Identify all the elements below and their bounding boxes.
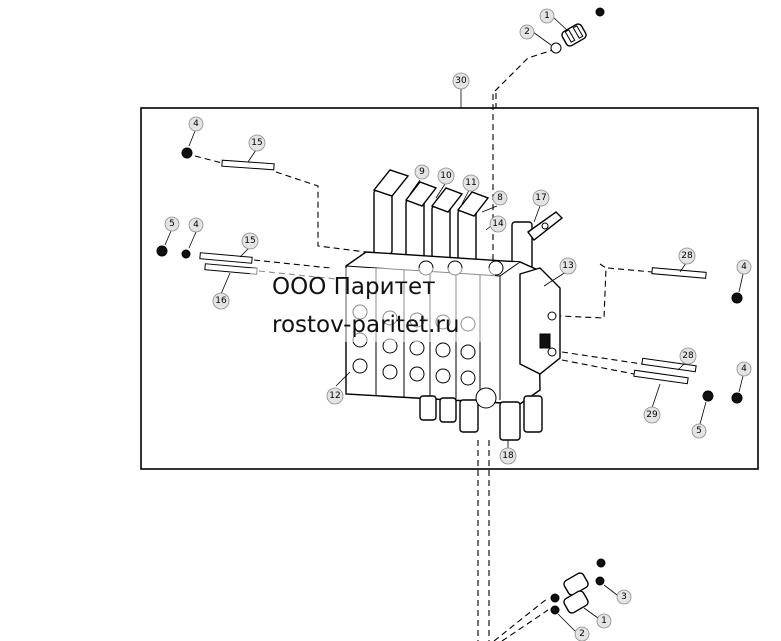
callout-9: 9 <box>414 164 430 180</box>
svg-text:30: 30 <box>455 76 467 86</box>
callout-4-c: 4 <box>736 259 752 275</box>
svg-text:10: 10 <box>440 171 452 181</box>
svg-text:5: 5 <box>169 219 175 229</box>
svg-text:16: 16 <box>215 296 227 306</box>
stud-bolt-top-left <box>181 130 367 253</box>
callout-3-bottom: 3 <box>616 589 632 605</box>
svg-text:13: 13 <box>562 261 573 271</box>
callout-29: 29 <box>643 406 661 424</box>
callout-4-d: 4 <box>736 361 752 377</box>
callout-10: 10 <box>437 167 455 185</box>
svg-text:14: 14 <box>492 219 504 229</box>
svg-text:1: 1 <box>544 11 550 21</box>
callout-2-top: 2 <box>519 24 535 40</box>
svg-text:28: 28 <box>681 251 693 261</box>
assembly-frame <box>140 107 759 470</box>
callout-15-b: 15 <box>241 232 259 250</box>
svg-text:4: 4 <box>193 220 199 230</box>
callout-5-a: 5 <box>164 216 180 232</box>
watermark-backdrop <box>250 268 495 342</box>
svg-text:9: 9 <box>419 167 425 177</box>
callout-1-bottom: 1 <box>596 613 612 629</box>
callout-2-bottom: 2 <box>574 626 590 641</box>
svg-text:8: 8 <box>497 193 503 203</box>
top-fitting <box>492 7 605 260</box>
callout-18: 18 <box>499 447 517 465</box>
bottom-fitting <box>550 558 618 633</box>
callout-28-b: 28 <box>679 347 697 365</box>
callout-5-b: 5 <box>691 423 707 439</box>
callout-11: 11 <box>462 174 480 192</box>
callout-17: 17 <box>532 189 550 207</box>
callout-12: 12 <box>326 387 344 405</box>
svg-text:3: 3 <box>621 592 627 602</box>
svg-text:4: 4 <box>741 262 747 272</box>
svg-text:28: 28 <box>682 351 694 361</box>
callout-15-a: 15 <box>248 134 266 152</box>
callout-14: 14 <box>489 215 507 233</box>
svg-text:15: 15 <box>251 138 262 148</box>
svg-text:2: 2 <box>524 27 530 37</box>
svg-text:5: 5 <box>696 426 702 436</box>
stud-bolts-right <box>559 262 744 425</box>
callout-8: 8 <box>492 190 508 206</box>
svg-text:1: 1 <box>601 616 607 626</box>
watermark-website: rostov-paritet.ru <box>272 312 459 338</box>
callout-1-top: 1 <box>539 8 555 24</box>
svg-text:11: 11 <box>465 178 476 188</box>
svg-text:12: 12 <box>329 391 340 401</box>
callout-28-a: 28 <box>678 247 696 265</box>
svg-text:4: 4 <box>193 119 199 129</box>
svg-text:17: 17 <box>535 193 546 203</box>
callout-13: 13 <box>559 257 577 275</box>
svg-text:15: 15 <box>244 236 255 246</box>
callout-30: 30 <box>452 72 470 90</box>
svg-text:29: 29 <box>646 410 658 420</box>
callout-16: 16 <box>212 292 230 310</box>
callout-4-a: 4 <box>188 116 204 132</box>
svg-text:2: 2 <box>579 629 585 639</box>
callout-4-b: 4 <box>188 217 204 233</box>
svg-text:18: 18 <box>502 451 514 461</box>
svg-text:4: 4 <box>741 364 747 374</box>
watermark-company-name: ООО Паритет <box>272 274 436 300</box>
